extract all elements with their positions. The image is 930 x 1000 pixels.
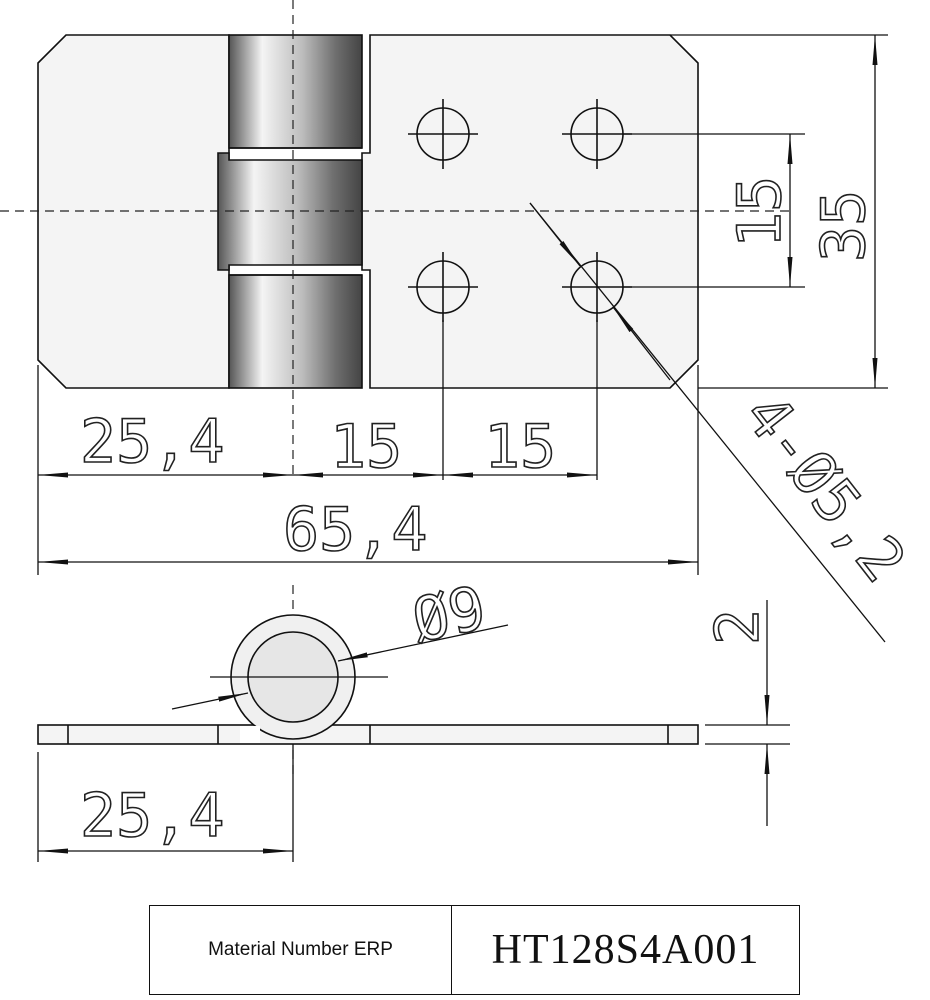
dim-pin-diameter: Ø9	[407, 573, 492, 656]
hinge-knuckles	[217, 34, 363, 389]
dimension-lines	[38, 35, 886, 643]
dim-hole-spacing: 15	[725, 176, 795, 248]
dim-pitch-1: 15	[330, 412, 402, 482]
dim-overall-length: 65,4	[283, 495, 428, 565]
dim-overall-height: 35	[809, 190, 879, 262]
hole-bottom-left	[408, 252, 478, 322]
hinge-side-view	[37, 614, 699, 745]
hole-top-left	[408, 99, 478, 169]
material-number-label: Material Number ERP	[150, 906, 452, 994]
dim-pitch-2: 15	[484, 412, 556, 482]
dim-left-width: 25,4	[80, 407, 225, 477]
material-number-value: HT128S4A001	[491, 927, 760, 973]
side-view-dimensions	[37, 600, 790, 862]
hole-leader	[529, 202, 886, 643]
dim-thickness: 2	[703, 609, 773, 645]
technical-drawing: 25,4 15 15 65,4 15 35 4-Ø5,2 Ø9 2 25,4	[0, 0, 920, 862]
hole-top-right	[562, 99, 632, 169]
dim-holes: 4-Ø5,2	[730, 381, 919, 595]
dim-side-left-width: 25,4	[80, 781, 225, 851]
extension-lines	[37, 34, 888, 575]
title-block: Material Number ERP HT128S4A001	[149, 905, 800, 995]
